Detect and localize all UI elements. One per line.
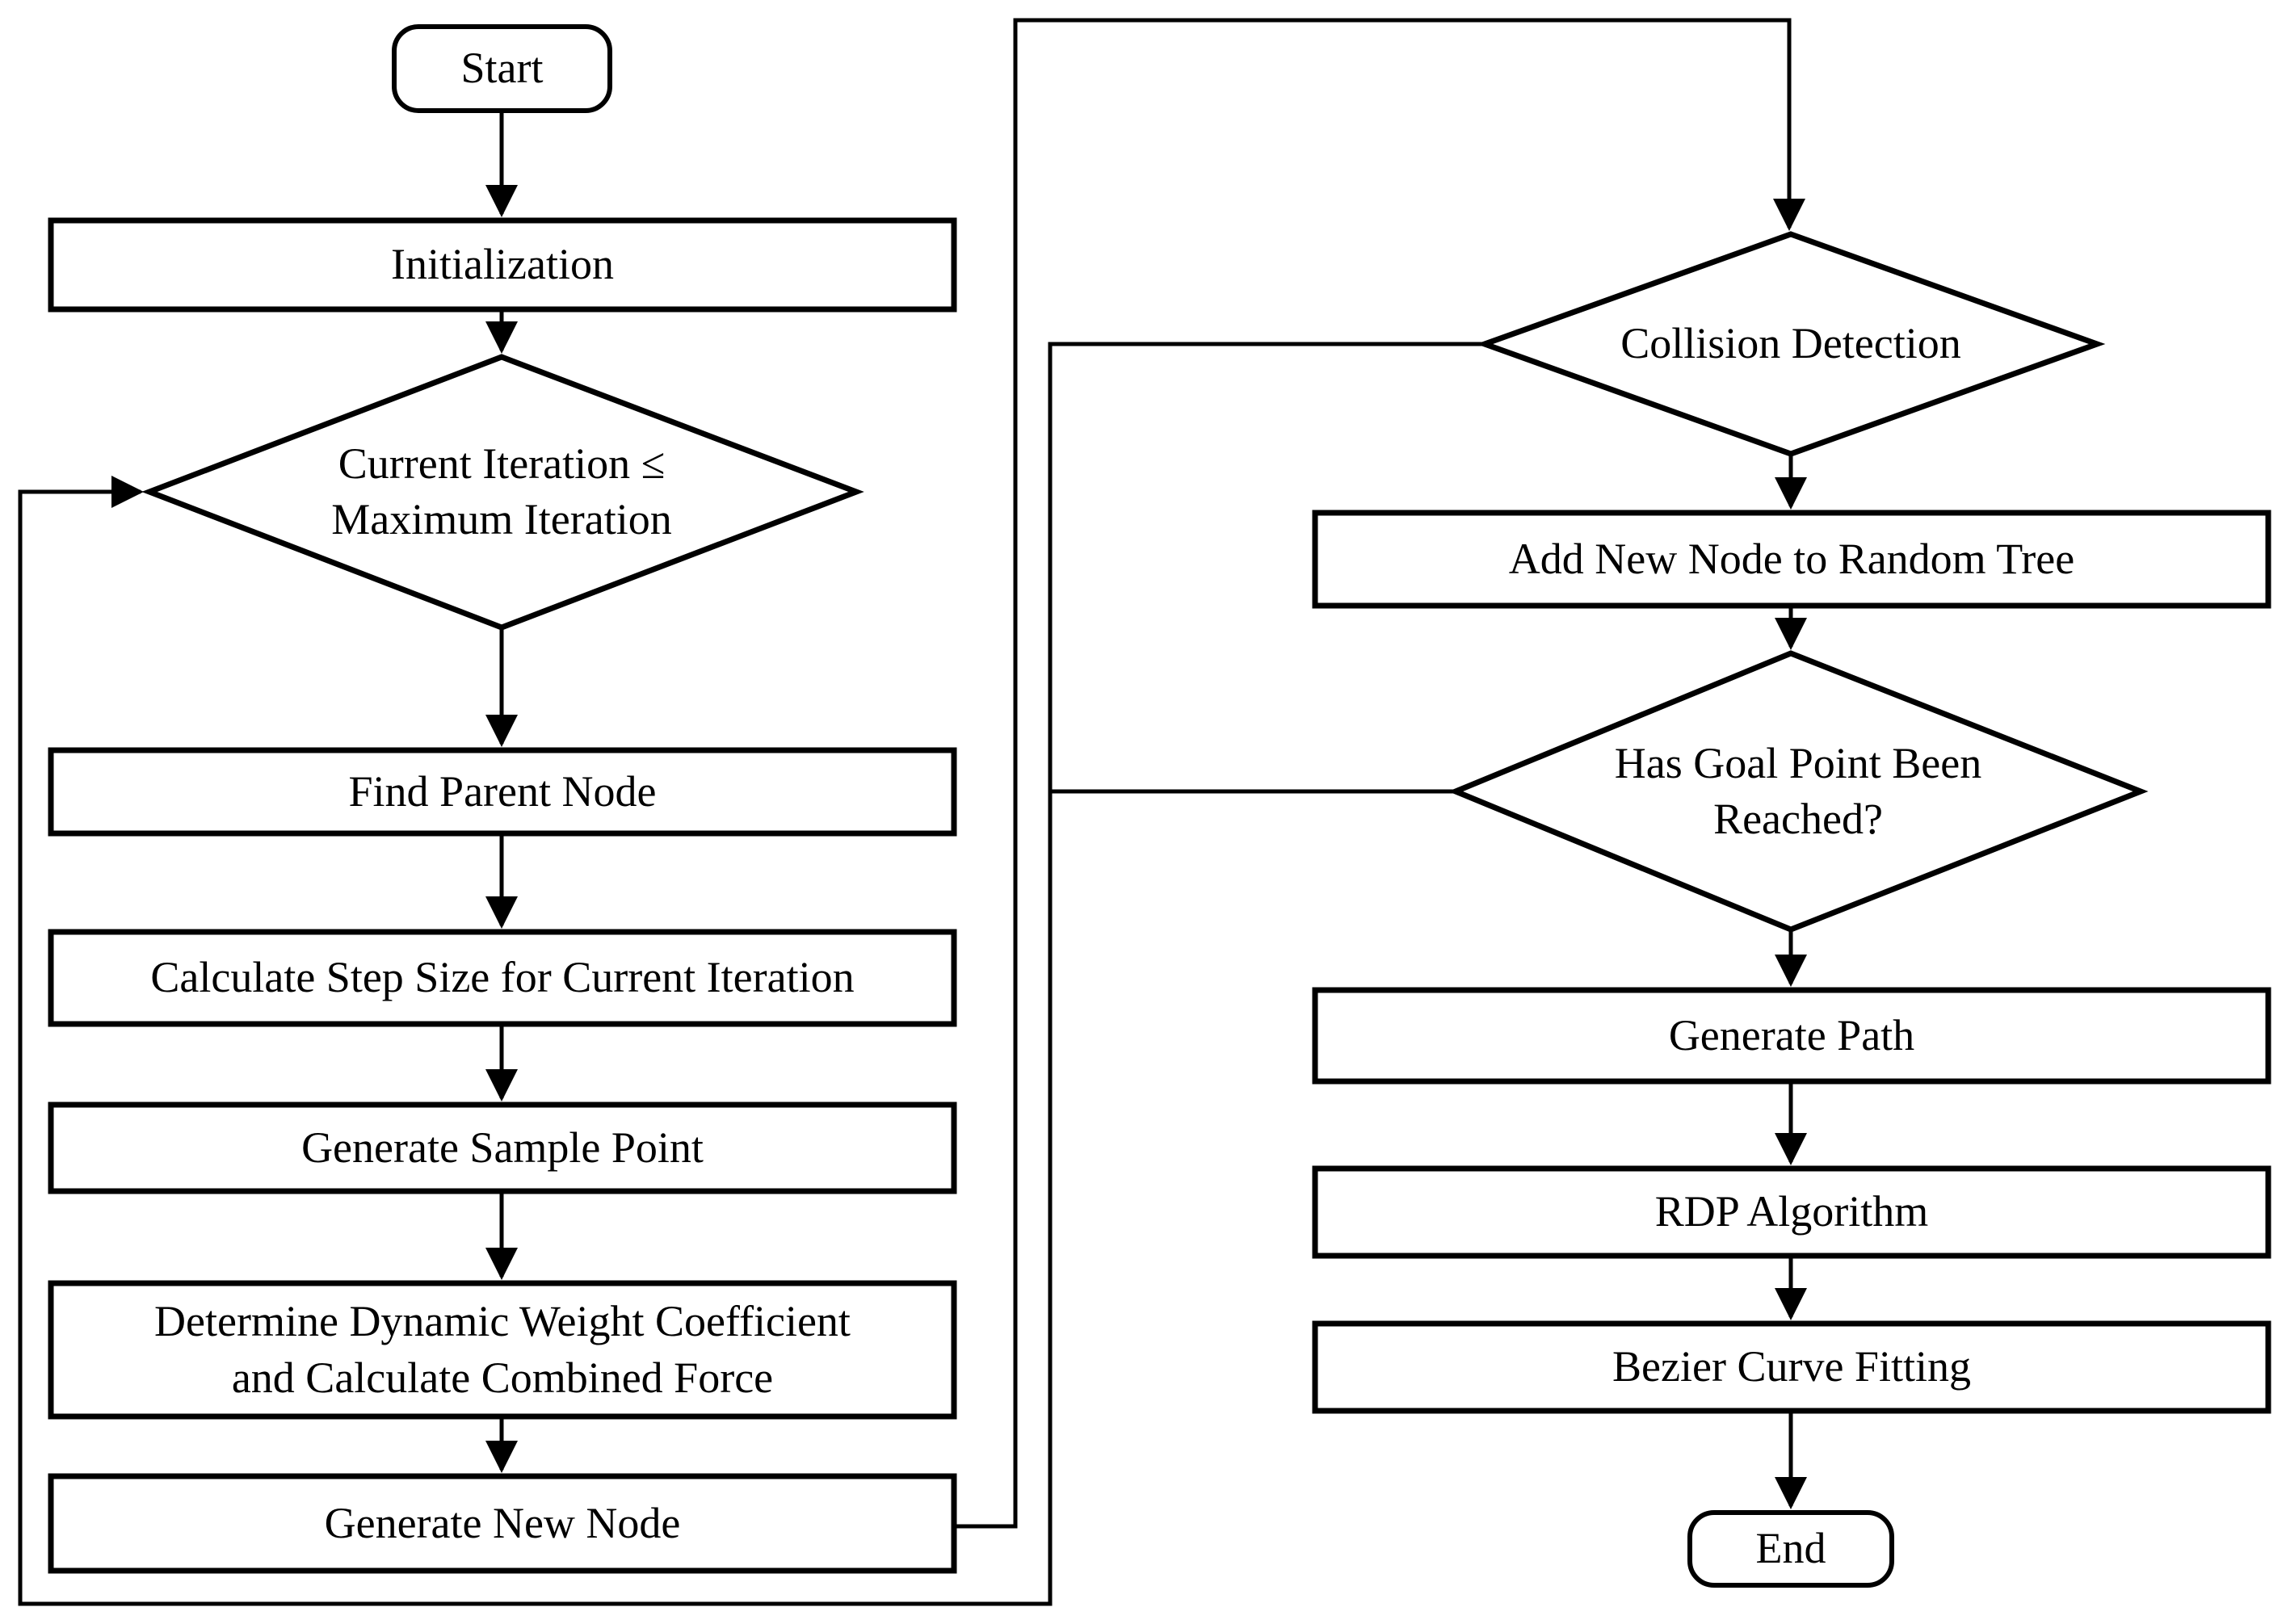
decision-iteration-check [141,354,864,631]
decision-goal-reached [1448,650,2149,933]
process-rdp-algorithm [1312,1165,2271,1259]
process-determine-weight [48,1280,957,1420]
process-generate-new-node [48,1473,957,1574]
edge-generate-new-node-to-collision-detection [954,18,1805,1529]
process-initialization [48,217,957,313]
process-generate-sample-point [48,1102,957,1194]
edge-collision-detection-loopback [18,342,1485,1606]
decision-collision-detection [1476,231,2106,457]
process-add-new-node [1312,510,2271,609]
process-bezier-curve-fitting [1312,1320,2271,1414]
process-calculate-step-size [48,929,957,1027]
process-generate-path [1312,987,2271,1085]
terminator-start [392,24,612,113]
terminator-end [1687,1510,1894,1588]
process-find-parent-node [48,747,957,837]
